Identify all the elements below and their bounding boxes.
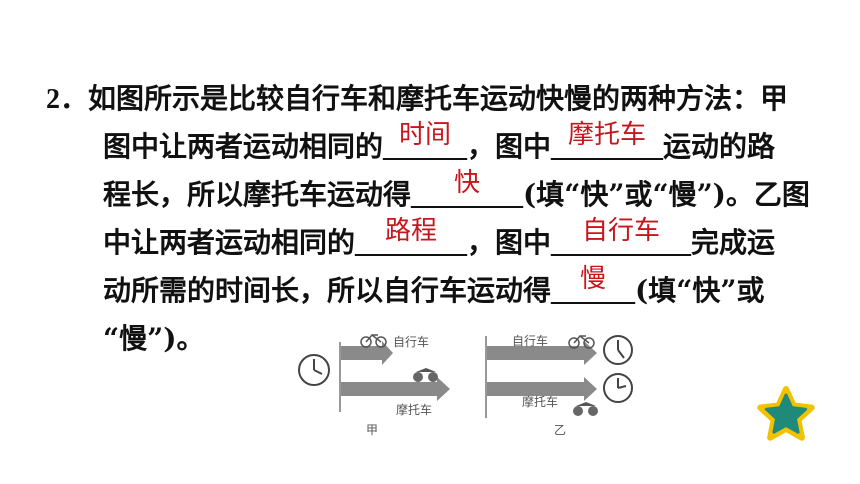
- motorcycle-icon: [413, 368, 438, 382]
- question-number: 2．: [46, 84, 89, 115]
- question-line-4: 中让两者运动相同的路程________，图中自行车__________完成运: [103, 216, 776, 261]
- bicycle-icon: [568, 334, 595, 349]
- clock-icon: [603, 373, 633, 403]
- clock-icon: [298, 354, 330, 386]
- blank-2[interactable]: 摩托车________: [551, 120, 664, 165]
- text-segment: 完成运: [691, 226, 776, 259]
- blank-4[interactable]: 路程________: [355, 216, 468, 261]
- question-line-3: 程长，所以摩托车运动得快________(填“快”或“慢”)。乙图: [103, 168, 810, 213]
- blank-1[interactable]: 时间______: [383, 120, 468, 165]
- blank-underline: ______: [551, 276, 636, 307]
- blank-5[interactable]: 自行车__________: [551, 216, 692, 261]
- answer-4: 路程: [385, 216, 438, 246]
- text-segment: “慢”)。: [103, 322, 205, 355]
- answer-3: 快: [454, 168, 481, 198]
- bicycle-label: 自行车: [393, 334, 429, 349]
- question-line-5: 动所需的时间长，所以自行车运动得慢______(填“快”或: [103, 264, 765, 309]
- answer-6: 慢: [580, 264, 607, 294]
- text-segment: 中让两者运动相同的: [103, 226, 356, 259]
- text-segment: (填“快”或“慢”)。乙图: [523, 178, 810, 211]
- blank-underline: __________: [551, 228, 692, 259]
- motorcycle-arrow: [341, 377, 450, 401]
- question-line-2: 图中让两者运动相同的时间______，图中摩托车________运动的路: [103, 120, 776, 165]
- text-segment: ，图中: [467, 130, 552, 163]
- text-segment: 运动的路: [663, 130, 776, 163]
- clock-icon: [603, 335, 633, 365]
- star-badge-icon[interactable]: [756, 385, 816, 445]
- answer-2: 摩托车: [568, 120, 647, 150]
- question-intro: 如图所示是比较自行车和摩托车运动快慢的两种方法：甲: [88, 82, 789, 115]
- blank-3[interactable]: 快________: [411, 168, 524, 213]
- answer-5: 自行车: [582, 216, 661, 246]
- blank-underline: ________: [355, 228, 468, 259]
- motorcycle-icon: [573, 402, 598, 416]
- question-line-1: 2．如图所示是比较自行车和摩托车运动快慢的两种方法：甲: [46, 82, 788, 117]
- figure-caption-yi: 乙: [554, 423, 566, 437]
- text-segment: (填“快”或: [635, 274, 765, 307]
- text-segment: ，图中: [467, 226, 552, 259]
- text-segment: 图中让两者运动相同的: [103, 130, 384, 163]
- bicycle-label: 自行车: [512, 333, 548, 348]
- motorcycle-arrow: [487, 377, 597, 401]
- comparison-figure: 自行车 摩托车 甲 自行车 摩托车: [298, 333, 633, 437]
- bicycle-icon: [360, 333, 387, 348]
- blank-underline: ________: [551, 132, 664, 163]
- bicycle-arrow: [487, 341, 597, 365]
- motorcycle-label: 摩托车: [396, 402, 432, 417]
- blank-underline: ______: [383, 132, 468, 163]
- figure-jia: 自行车 摩托车 甲: [298, 333, 450, 437]
- figure-yi: 自行车 摩托车 乙: [485, 333, 633, 437]
- text-segment: 动所需的时间长，所以自行车运动得: [103, 274, 552, 307]
- blank-6[interactable]: 慢______: [551, 264, 636, 309]
- motorcycle-label: 摩托车: [522, 394, 558, 409]
- question-line-6: “慢”)。: [103, 322, 204, 356]
- answer-1: 时间: [399, 120, 452, 150]
- text-segment: 程长，所以摩托车运动得: [103, 178, 412, 211]
- blank-underline: ________: [411, 180, 524, 211]
- figure-caption-jia: 甲: [366, 423, 378, 437]
